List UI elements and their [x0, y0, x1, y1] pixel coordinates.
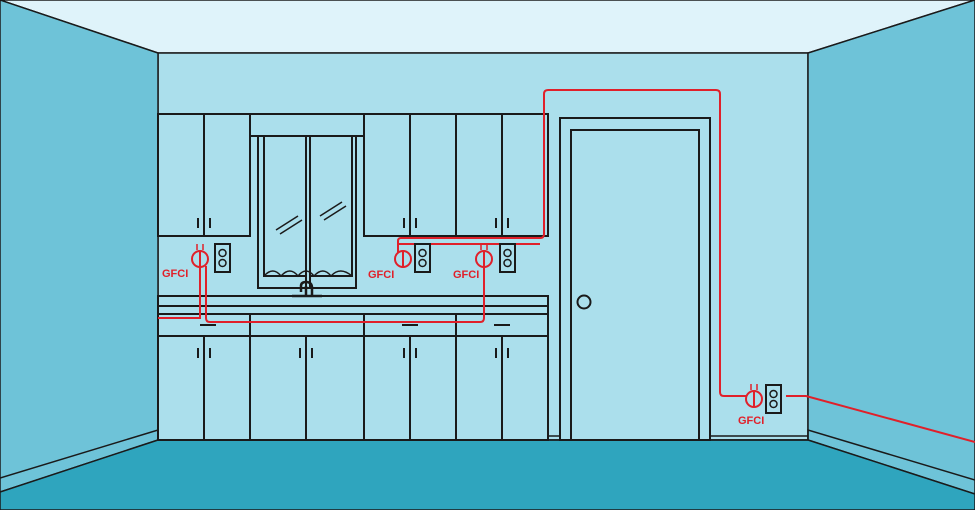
- outlet-right: GFCI: [453, 243, 516, 281]
- outlet-left: GFCI: [162, 243, 231, 280]
- gfci-label: GFCI: [738, 415, 764, 427]
- window-glare: [275, 215, 299, 231]
- duplex-outlet-icon: [765, 384, 782, 414]
- outlet-wall: GFCI: [738, 384, 782, 427]
- upper-cabinet-right: [455, 113, 549, 237]
- gfci-label: GFCI: [368, 269, 394, 281]
- duplex-outlet-icon: [214, 243, 231, 273]
- duplex-outlet-icon: [499, 243, 516, 273]
- gfci-label: GFCI: [162, 268, 188, 280]
- door-knob: [576, 294, 592, 310]
- upper-cabinets: [157, 113, 549, 237]
- ceiling: [0, 0, 975, 54]
- window-curtain-edge: [263, 270, 353, 278]
- duplex-outlet-icon: [414, 243, 431, 273]
- upper-cabinet-left: [157, 113, 251, 237]
- door-panel: [570, 129, 700, 441]
- floor: [0, 439, 975, 510]
- lower-cabinets: [157, 313, 549, 441]
- left-wall: [0, 0, 159, 493]
- wiring: [158, 89, 975, 443]
- outlet-middle: GFCI: [368, 243, 431, 281]
- door: [559, 117, 711, 441]
- gfci-label: GFCI: [453, 269, 479, 281]
